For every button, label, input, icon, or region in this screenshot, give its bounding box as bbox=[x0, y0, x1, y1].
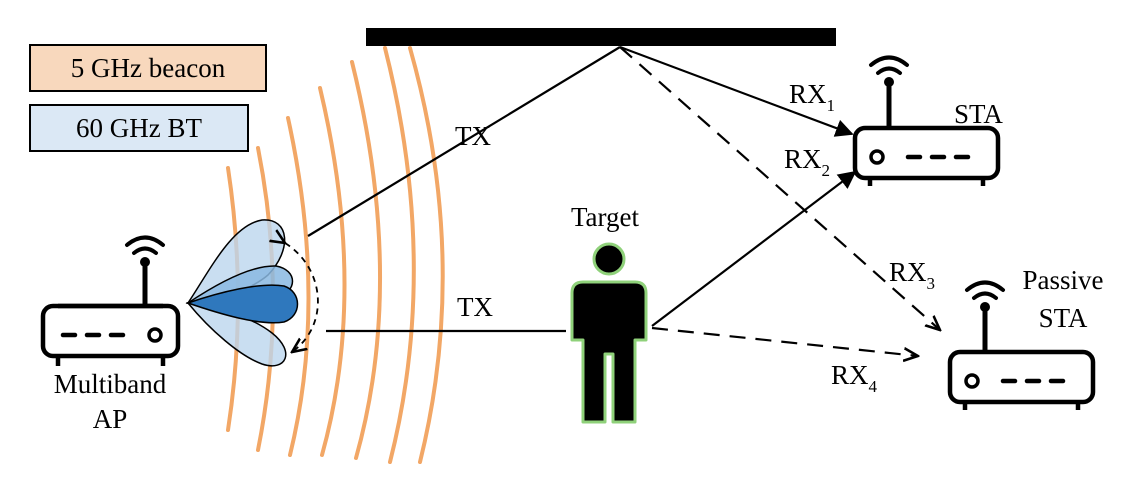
wavefront-4 bbox=[318, 86, 347, 457]
signal-paths bbox=[307, 45, 940, 356]
tx-reflected-path bbox=[307, 46, 621, 237]
rx3-path bbox=[619, 46, 940, 330]
tx-reflected-label: TX bbox=[455, 121, 491, 151]
sta-label: STA bbox=[954, 99, 1003, 129]
ap-label-line2: AP bbox=[93, 404, 128, 434]
ap-label-line1: Multiband bbox=[54, 369, 167, 399]
legend-beacon-swatch bbox=[29, 44, 267, 92]
wavefront-5 bbox=[350, 60, 383, 460]
wavefront-6 bbox=[383, 46, 416, 464]
rx4-label: RX4 bbox=[831, 360, 878, 396]
rx1-label: RX1 bbox=[789, 79, 835, 115]
rx3-label: RX3 bbox=[889, 257, 935, 293]
rx1-path bbox=[619, 45, 854, 137]
ap-wifi-icon bbox=[125, 235, 165, 267]
sta-router bbox=[852, 55, 1001, 186]
target-person-icon bbox=[570, 242, 648, 424]
target-label: Target bbox=[571, 202, 640, 232]
legend-bt-swatch bbox=[29, 104, 249, 152]
rx4-path bbox=[651, 326, 918, 356]
passive-sta-label-line1: Passive bbox=[1023, 265, 1104, 295]
wavefront-7 bbox=[408, 46, 445, 464]
beam-steer-arrow bbox=[285, 243, 319, 352]
sta-router-body bbox=[852, 125, 1001, 181]
passive-sta-router-body bbox=[947, 349, 1096, 405]
passive-sta-wifi-icon bbox=[965, 280, 1005, 312]
wavefront-3 bbox=[286, 116, 311, 457]
legend-bt-label: 60 GHz BT bbox=[76, 113, 202, 143]
passive-sta-label-line2: STA bbox=[1039, 303, 1088, 333]
tx-direct-label: TX bbox=[457, 292, 493, 322]
rx2-label: RX2 bbox=[784, 144, 830, 180]
passive-sta-router bbox=[947, 280, 1096, 410]
reflector-wall bbox=[366, 28, 836, 46]
ap-router bbox=[40, 235, 181, 366]
legend-beacon-label: 5 GHz beacon bbox=[71, 53, 226, 83]
legend: 5 GHz beacon 60 GHz BT bbox=[29, 44, 267, 152]
sta-wifi-icon bbox=[869, 55, 909, 87]
rx2-path bbox=[651, 170, 857, 327]
bt-beams bbox=[185, 219, 299, 367]
